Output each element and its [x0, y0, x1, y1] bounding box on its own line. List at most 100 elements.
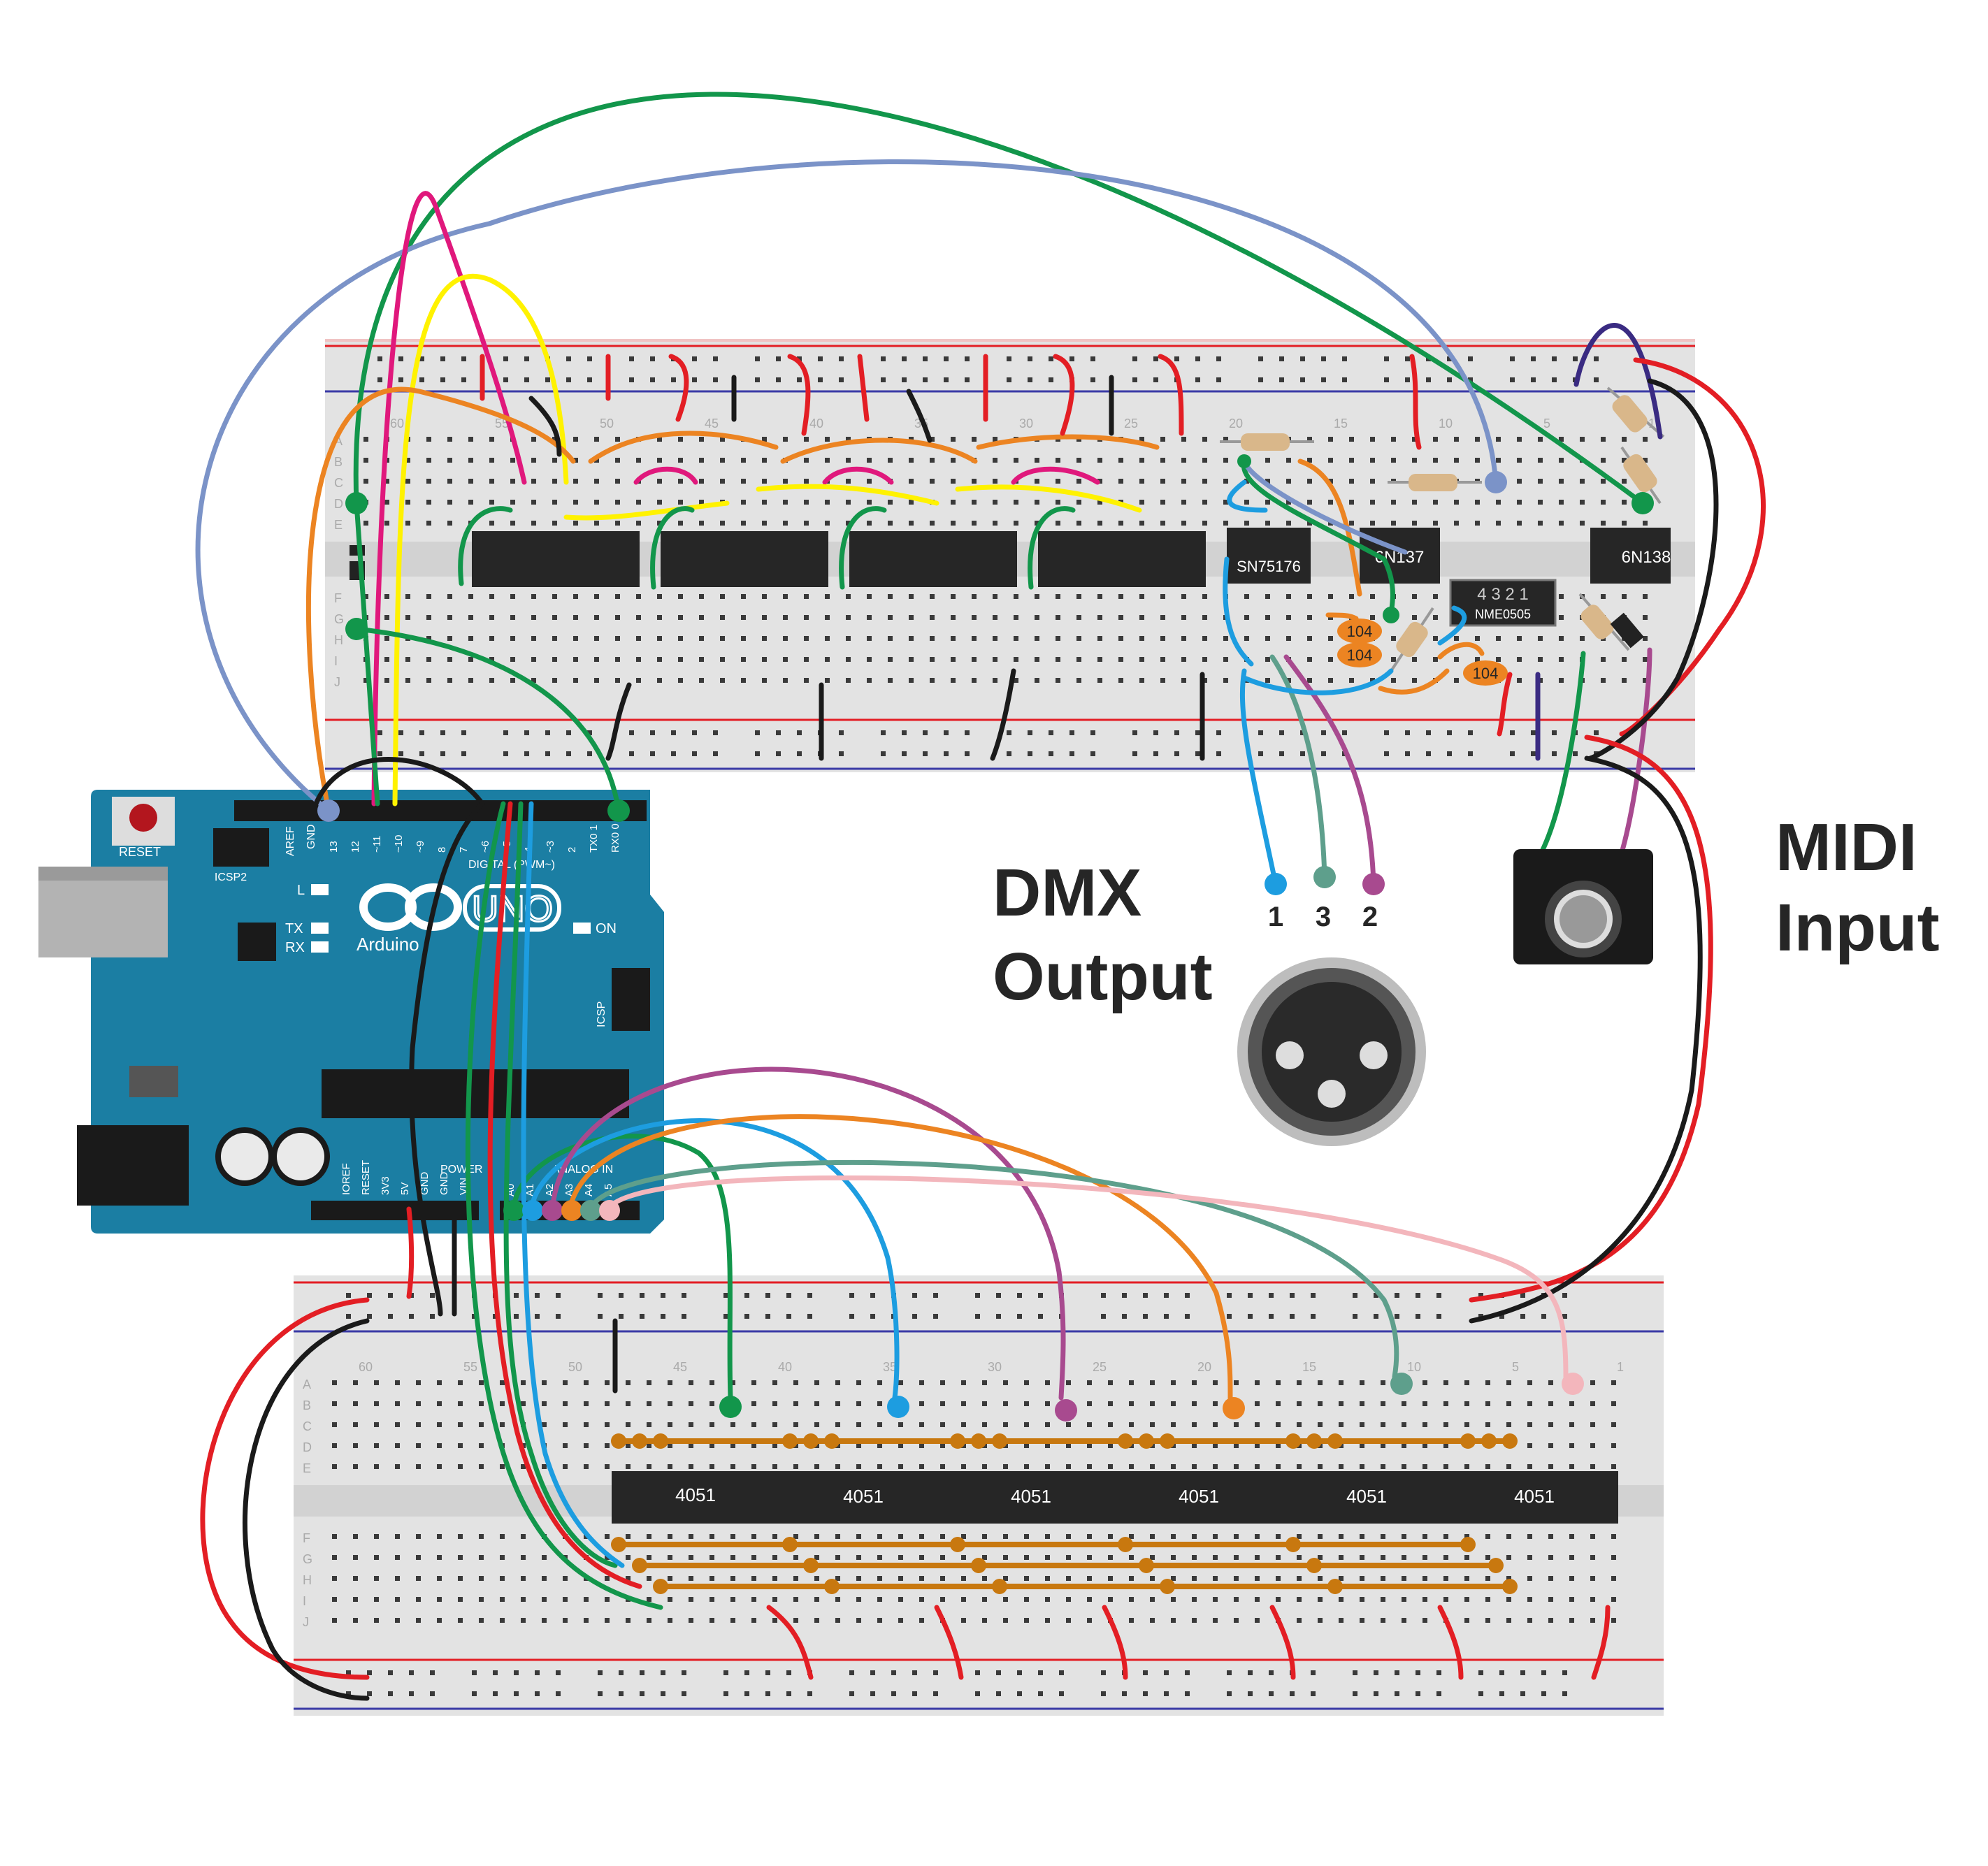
- column-number: 1: [1617, 1360, 1624, 1374]
- din5-connector-icon: [1513, 849, 1653, 964]
- row-letter: H: [334, 633, 343, 647]
- reset-label: RESET: [119, 845, 161, 859]
- pin-label: ~11: [371, 836, 383, 853]
- pin-label: RESET: [360, 1160, 372, 1195]
- midi-subtitle: Input: [1775, 890, 1940, 965]
- wire-green: [354, 500, 380, 807]
- gnd-label: GND: [305, 824, 317, 849]
- column-number: 5: [1543, 417, 1550, 431]
- dmx-title: DMX: [993, 855, 1141, 930]
- pin-label: 8: [436, 847, 448, 853]
- pin-label: ~10: [393, 835, 405, 853]
- digital-header: [234, 800, 647, 821]
- rx-label: RX: [285, 940, 305, 955]
- column-number: 50: [600, 417, 614, 431]
- wire-green: [353, 92, 1645, 506]
- column-number: 25: [1124, 417, 1138, 431]
- row-letter: D: [334, 497, 343, 511]
- row-letter: D: [303, 1440, 312, 1454]
- row-letter: J: [303, 1615, 309, 1629]
- mux-label: 4051: [1514, 1486, 1555, 1507]
- on-label: ON: [596, 921, 617, 936]
- pin-label: 3V3: [380, 1176, 391, 1195]
- row-letter: I: [303, 1594, 306, 1608]
- pin-3-label: 3: [1316, 902, 1331, 932]
- wire-black: [312, 757, 485, 810]
- column-number: 55: [463, 1360, 477, 1374]
- midi-title: MIDI: [1775, 810, 1917, 885]
- column-number: 60: [359, 1360, 373, 1374]
- mux-label: 4051: [675, 1484, 716, 1505]
- column-number: 50: [568, 1360, 582, 1374]
- pin-label: 2: [566, 847, 578, 853]
- row-letter: I: [334, 654, 338, 668]
- column-number: 25: [1093, 1360, 1107, 1374]
- nme-pins-label: 4 3 2 1: [1477, 585, 1528, 604]
- row-letter: E: [303, 1461, 311, 1475]
- mux-label: 4051: [1346, 1486, 1387, 1507]
- column-number: 5: [1512, 1360, 1519, 1374]
- pin-label: A4: [583, 1184, 595, 1196]
- column-number: 40: [809, 417, 823, 431]
- wire-orange: [305, 386, 576, 813]
- xlr-connector-icon: [1237, 957, 1426, 1146]
- aref-label: AREF: [284, 826, 296, 856]
- ic-chip: [472, 531, 640, 587]
- wire-green: [354, 626, 621, 813]
- pin-label: A3: [563, 1184, 575, 1196]
- arduino-brand: Arduino: [356, 934, 419, 955]
- top-chips: SN75176 6N137 6N138 4 3 2 1 NME0505: [350, 528, 1671, 627]
- column-number: 30: [988, 1360, 1002, 1374]
- pin-label: ~3: [545, 841, 556, 853]
- ic-chip: [1038, 531, 1206, 587]
- pin-label: GND: [438, 1172, 450, 1196]
- pin-1-label: 1: [1268, 902, 1283, 932]
- reset-button[interactable]: [112, 797, 175, 846]
- arduino-uno-board: UNO Arduino RESET ICSP2 ICSP ON L TX RX …: [38, 790, 664, 1234]
- row-letter: H: [303, 1573, 312, 1587]
- row-letter: G: [334, 612, 344, 626]
- pin-label: ~6: [480, 841, 491, 853]
- row-letter: G: [303, 1552, 312, 1566]
- arduino-logo: [359, 883, 462, 931]
- column-number: 40: [778, 1360, 792, 1374]
- row-letter: C: [303, 1419, 312, 1433]
- wire-yellow: [392, 273, 569, 807]
- row-letter: F: [303, 1531, 310, 1545]
- wire-endpoints: [317, 454, 1654, 1422]
- tx-label: TX: [285, 921, 303, 936]
- column-number: 20: [1197, 1360, 1211, 1374]
- mux-chips: 4051 4051 4051 4051 4051 4051: [612, 1471, 1618, 1524]
- row-letter: E: [334, 518, 343, 532]
- column-number: 20: [1229, 417, 1243, 431]
- ceramic-capacitors: 104 104 104: [1337, 619, 1508, 686]
- row-letter: J: [334, 675, 340, 689]
- pin-2-label: 2: [1362, 902, 1378, 932]
- sn75176-label: SN75176: [1237, 558, 1301, 575]
- power-label: POWER: [440, 1164, 482, 1176]
- row-letter: A: [303, 1377, 311, 1391]
- column-number: 30: [1019, 417, 1033, 431]
- resistors: [1220, 386, 1665, 672]
- column-number: 45: [673, 1360, 687, 1374]
- dmx-subtitle: Output: [993, 939, 1213, 1014]
- 6n138-label: 6N138: [1622, 548, 1671, 567]
- column-number: 15: [1302, 1360, 1316, 1374]
- pin-label: 5V: [399, 1182, 411, 1195]
- power-jack: [77, 1125, 189, 1206]
- pin-label: RX0 0: [610, 823, 621, 853]
- digital-label: DIGITAL (PWM~): [468, 859, 555, 871]
- usb-port: [38, 867, 168, 957]
- mux-label: 4051: [1011, 1486, 1051, 1507]
- cap-label: 104: [1347, 623, 1373, 640]
- column-number: 60: [390, 417, 404, 431]
- row-letter: B: [334, 455, 343, 469]
- cap-label: 104: [1347, 646, 1373, 664]
- atmega-chip: [322, 1069, 629, 1118]
- wire-blue: [195, 159, 1499, 813]
- pin-label: 12: [350, 841, 361, 853]
- led-l-label: L: [297, 883, 305, 898]
- row-letter: B: [303, 1398, 311, 1412]
- column-number: 10: [1439, 417, 1453, 431]
- column-number: 45: [705, 417, 719, 431]
